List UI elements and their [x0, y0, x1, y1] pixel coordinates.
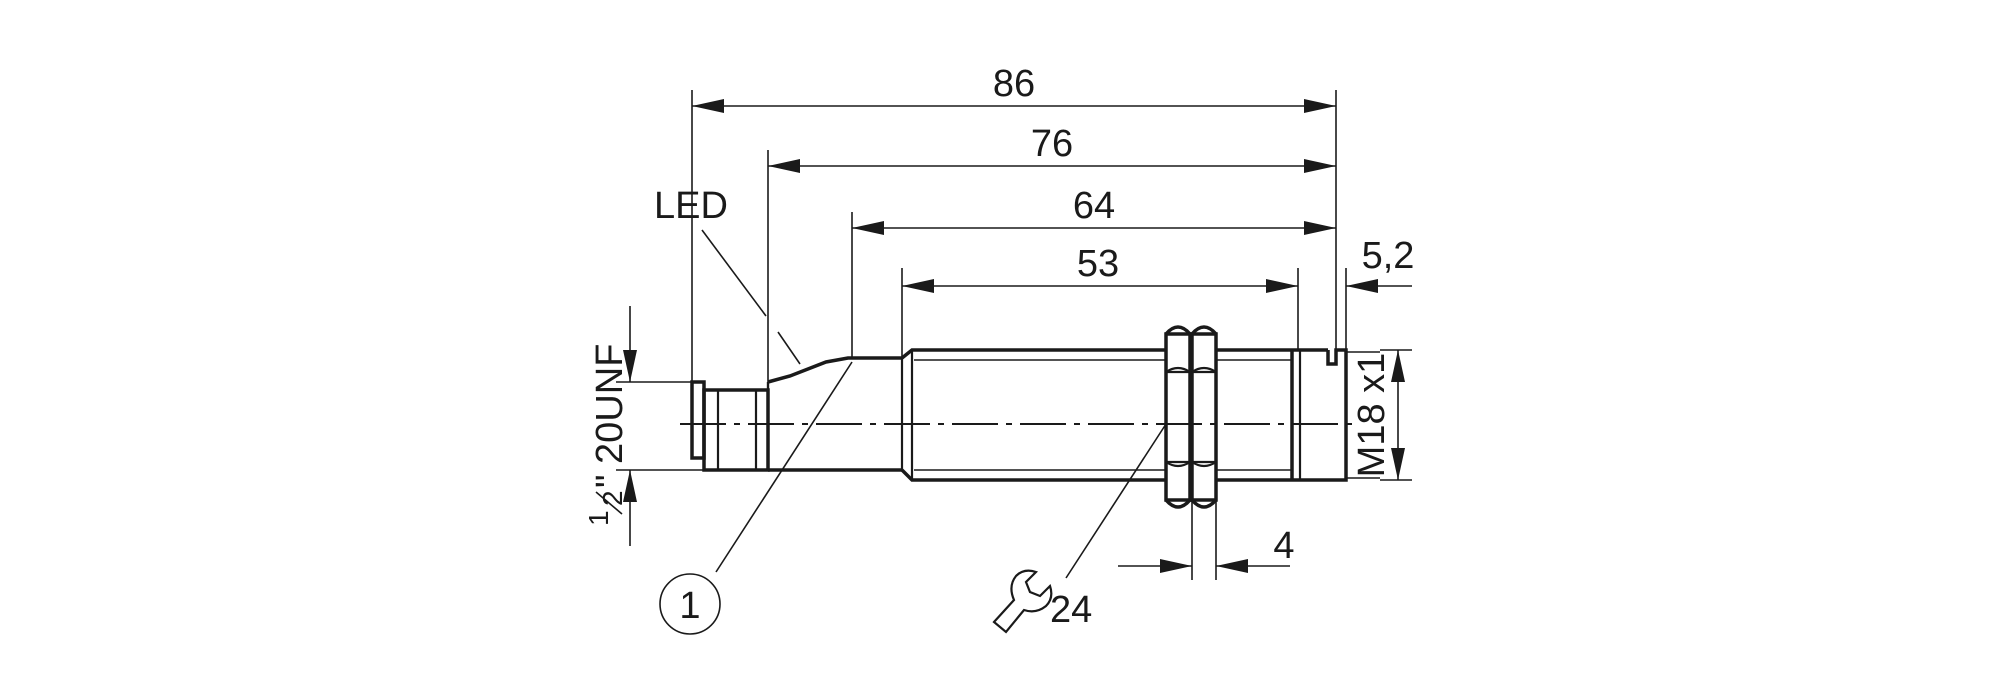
- dim-tip-offset: 5,2: [1362, 235, 1415, 277]
- dim-overall-length: 86: [993, 63, 1035, 105]
- leader-lines: [701, 229, 1167, 579]
- led-label: LED: [654, 185, 728, 227]
- thread-label: M18 x1: [1351, 353, 1393, 478]
- connector-thread-text: " 20UNF: [589, 344, 631, 488]
- wrench-icon: [992, 569, 1053, 634]
- wrench-size: 24: [1050, 589, 1092, 631]
- dim-nut-thickness: 4: [1273, 525, 1294, 567]
- connector-thread-fraction-bar: [595, 491, 623, 515]
- connector-thread-fraction-num: 1: [583, 510, 614, 526]
- dim-housing-length: 76: [1031, 123, 1073, 165]
- sensor-outline: [690, 325, 1380, 509]
- extension-lines: [616, 90, 1347, 580]
- callout-1-number: 1: [679, 585, 700, 627]
- connector-thread-label: 1 2 " 20UNF: [583, 344, 631, 526]
- callout-1: 1: [659, 573, 721, 635]
- dimension-lines: [623, 99, 1412, 573]
- dim-body-length: 64: [1073, 185, 1115, 227]
- connector-thread-fraction-den: 2: [597, 490, 628, 506]
- dim-thread-length: 53: [1077, 243, 1119, 285]
